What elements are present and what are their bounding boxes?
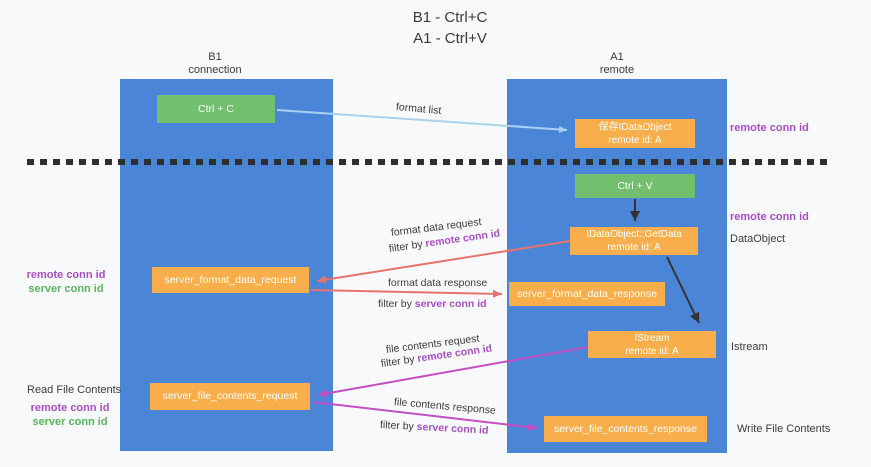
filter-by-text: filter by	[380, 353, 416, 370]
file-contents-response-label: file contents response	[393, 396, 497, 417]
conn-id-annotation-left-bottom: remote conn id server conn id	[28, 401, 112, 429]
lifeline-header-b1: B1 connection	[110, 51, 320, 77]
format-data-response-label: format data response	[388, 277, 488, 289]
getdata-label: IDataObject::GetData	[586, 229, 682, 240]
server-format-data-request-label: server_format_data_request	[164, 273, 297, 286]
server-file-contents-response-label: server_file_contents_response	[553, 422, 697, 435]
ctrl-c-label: Ctrl + C	[198, 102, 234, 115]
lifeline-a1-subtitle: remote	[599, 64, 635, 76]
save-idataobject-label: 保存IDataObject	[598, 121, 672, 133]
istream-box: IStream remote id: A	[588, 331, 716, 358]
server-file-contents-response-box: server_file_contents_response	[544, 416, 707, 442]
remote-conn-id-text: remote conn id	[26, 269, 106, 281]
lifeline-b1-subtitle: connection	[188, 64, 242, 76]
server-file-contents-request-box: server_file_contents_request	[150, 383, 310, 410]
istream-annotation: Istream	[731, 341, 768, 353]
ctrl-c-box: Ctrl + C	[157, 95, 275, 123]
server-file-contents-request-label: server_file_contents_request	[162, 390, 298, 402]
diagram-title: B1 - Ctrl+C A1 - Ctrl+V	[367, 7, 533, 49]
server-format-data-response-box: server_format_data_response	[509, 282, 665, 306]
write-file-contents-annotation: Write File Contents	[737, 423, 831, 435]
conn-id-annotation-left-top: remote conn id server conn id	[24, 268, 108, 296]
server-conn-id-text: server conn id	[28, 283, 104, 295]
save-idataobject-remote-id: remote id: A	[608, 134, 662, 146]
server-format-data-request-box: server_format_data_request	[152, 267, 309, 293]
lifeline-header-a1: A1 remote	[507, 51, 727, 77]
idataobject-getdata-box: IDataObject::GetData remote id: A	[570, 227, 698, 255]
server-conn-id-text: server conn id	[416, 420, 489, 437]
format-data-response-arrow	[310, 289, 503, 298]
getdata-remote-id: remote id: A	[607, 242, 661, 253]
format-list-label: format list	[395, 101, 442, 117]
title-line-b1: B1 - Ctrl+C	[412, 9, 488, 26]
filter-by-text: filter by	[378, 298, 412, 310]
dataobject-annotation: DataObject	[730, 233, 786, 245]
filter-by-text: filter by	[379, 419, 415, 433]
lifeline-a1-title: A1	[610, 51, 624, 63]
copy-paste-divider-line	[27, 159, 833, 165]
read-file-contents-annotation: Read File Contents	[27, 384, 122, 396]
filter-by-text: filter by	[388, 238, 424, 255]
save-idataobject-box: 保存IDataObject remote id: A	[575, 119, 695, 148]
filter-by-server-conn-id-label-2: filter by server conn id	[380, 419, 489, 437]
ctrl-v-label: Ctrl + V	[617, 179, 653, 192]
server-format-data-response-label: server_format_data_response	[516, 287, 658, 300]
remote-conn-id-annotation-mid-right: remote conn id	[730, 211, 809, 223]
filter-by-server-conn-id-label-1: filter by server conn id	[378, 298, 487, 310]
lifeline-b1-title: B1	[208, 51, 222, 63]
ctrl-v-box: Ctrl + V	[575, 174, 695, 198]
remote-conn-id-text: remote conn id	[30, 402, 110, 414]
server-conn-id-text: server conn id	[414, 298, 487, 310]
istream-label: IStream	[634, 332, 670, 344]
title-line-a1: A1 - Ctrl+V	[413, 30, 487, 47]
server-conn-id-text: server conn id	[32, 416, 108, 428]
istream-remote-id: remote id: A	[625, 345, 679, 357]
remote-conn-id-annotation-top-right: remote conn id	[730, 122, 809, 134]
